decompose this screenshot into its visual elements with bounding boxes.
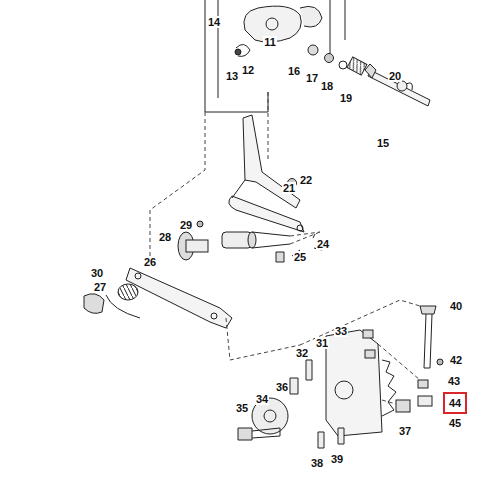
highlight-box: 44	[443, 392, 467, 414]
callout-number: 34	[255, 393, 269, 405]
callout-number: 26	[143, 256, 157, 268]
callout-number: 44	[445, 397, 465, 409]
callout-number: 11	[263, 36, 277, 48]
callout-number: 27	[93, 281, 107, 293]
callout-number: 31	[315, 337, 329, 349]
callout-number: 16	[287, 65, 301, 77]
callout-number: 40	[449, 300, 463, 312]
callout-number: 18	[320, 80, 334, 92]
callout-number: 43	[447, 375, 461, 387]
callout-number: 13	[225, 70, 239, 82]
callout-number: 12	[241, 64, 255, 76]
callout-number: 45	[448, 417, 462, 429]
callout-number: 33	[334, 325, 348, 337]
callout-number: 20	[388, 70, 402, 82]
callout-number: 30	[90, 267, 104, 279]
callout-number: 29	[179, 219, 193, 231]
callout-number: 22	[299, 174, 313, 186]
callout-number: 25	[293, 251, 307, 263]
callout-number: 15	[376, 137, 390, 149]
callout-number: 21	[282, 182, 296, 194]
callout-number: 19	[339, 92, 353, 104]
callout-number: 35	[235, 402, 249, 414]
callout-number: 32	[295, 347, 309, 359]
callout-number: 14	[207, 16, 221, 28]
callout-number: 28	[158, 231, 172, 243]
callout-number: 37	[398, 425, 412, 437]
callout-number: 36	[275, 381, 289, 393]
callout-number: 17	[305, 72, 319, 84]
callout-number: 42	[449, 354, 463, 366]
callout-number: 24	[316, 238, 330, 250]
callout-number: 39	[330, 453, 344, 465]
callout-number: 38	[310, 457, 324, 469]
